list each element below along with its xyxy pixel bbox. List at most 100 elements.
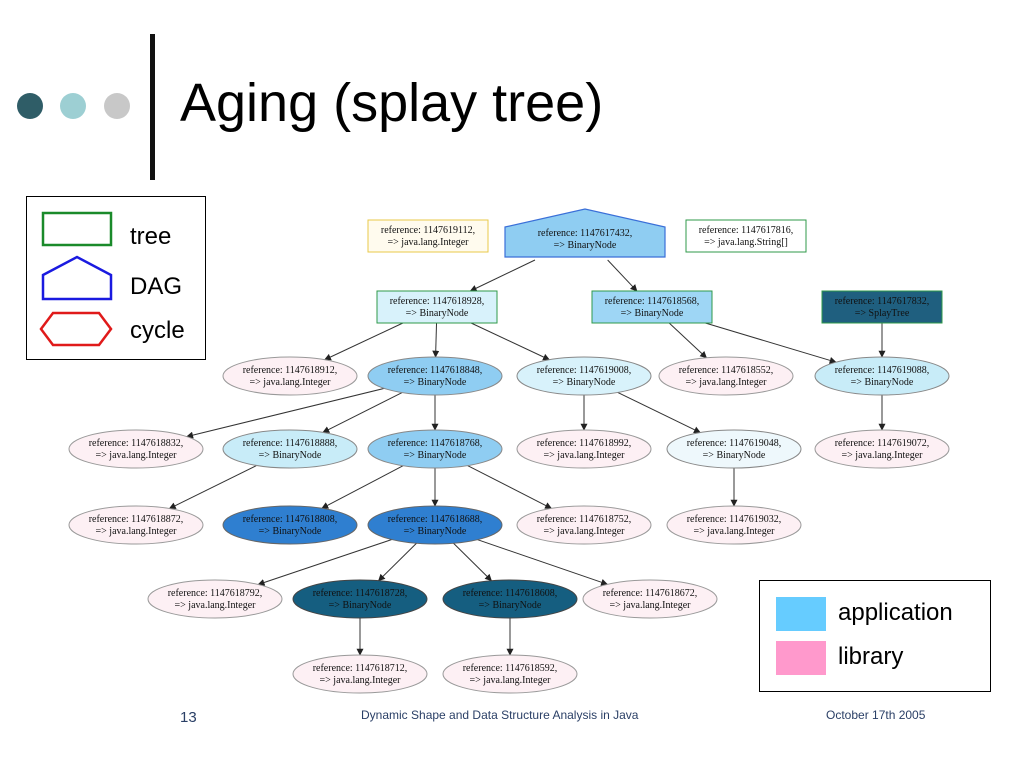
graph-node-type: => SplayTree	[855, 308, 910, 319]
graph-node-shape	[591, 290, 713, 324]
graph-node-type: => BinaryNode	[406, 308, 469, 319]
decorative-dot-1	[17, 93, 43, 119]
graph-node-type: => java.lang.Integer	[686, 377, 768, 388]
graph-node-shape	[222, 505, 358, 545]
graph-edge-arrow	[617, 391, 701, 434]
graph-node-reference: reference: 1147618728,	[313, 588, 408, 599]
graph-edge-arrow	[477, 539, 609, 586]
graph-node-reference: reference: 1147618552,	[679, 365, 774, 376]
graph-node-shape	[222, 429, 358, 469]
graph-node-1147618608: reference: 1147618608,=> BinaryNode	[442, 579, 578, 619]
graph-node-shape	[814, 429, 950, 469]
slide-title: Aging (splay tree)	[180, 73, 604, 133]
decorative-dot-3	[104, 93, 130, 119]
legend-label-cycle: cycle	[130, 317, 185, 344]
shape-legend: tree DAG cycle	[26, 196, 206, 360]
graph-node-1147618592: reference: 1147618592,=> java.lang.Integ…	[442, 654, 578, 694]
graph-node-1147618688: reference: 1147618688,=> BinaryNode	[367, 505, 503, 545]
graph-node-shape	[582, 579, 718, 619]
graph-node-shape	[367, 219, 489, 253]
graph-node-shape	[685, 219, 807, 253]
graph-node-reference: reference: 1147619032,	[687, 514, 782, 525]
graph-node-1147618792: reference: 1147618792,=> java.lang.Integ…	[147, 579, 283, 619]
graph-node-type: => java.lang.Integer	[610, 600, 692, 611]
graph-node-1147619072: reference: 1147619072,=> java.lang.Integ…	[814, 429, 950, 469]
graph-node-1147618712: reference: 1147618712,=> java.lang.Integ…	[292, 654, 428, 694]
graph-node-reference: reference: 1147618688,	[388, 514, 483, 525]
graph-node-type: => BinaryNode	[703, 450, 766, 461]
graph-node-type: => BinaryNode	[329, 600, 392, 611]
graph-node-type: => BinaryNode	[851, 377, 914, 388]
graph-node-type: => BinaryNode	[479, 600, 542, 611]
graph-node-type: => java.lang.Integer	[470, 675, 552, 686]
legend-label-application: application	[838, 599, 953, 626]
decorative-dot-2	[60, 93, 86, 119]
graph-node-type: => BinaryNode	[404, 526, 467, 537]
graph-node-reference: reference: 1147618568,	[605, 296, 700, 307]
footer-date: October 17th 2005	[826, 708, 926, 722]
graph-node-type: => java.lang.Integer	[320, 675, 402, 686]
shape-legend-icons	[39, 211, 113, 347]
graph-node-type: => BinaryNode	[554, 240, 617, 251]
graph-node-1147619088: reference: 1147619088,=> BinaryNode	[814, 356, 950, 396]
graph-edge-arrow	[467, 465, 553, 509]
graph-node-reference: reference: 1147618832,	[89, 438, 184, 449]
graph-node-type: => java.lang.Integer	[250, 377, 332, 388]
graph-node-type: => java.lang.Integer	[96, 450, 178, 461]
graph-node-reference: reference: 1147617432,	[538, 228, 633, 239]
graph-node-shape	[442, 579, 578, 619]
graph-edge-arrow	[705, 322, 837, 364]
footer-title: Dynamic Shape and Data Structure Analysi…	[361, 708, 639, 722]
graph-node-1147618768: reference: 1147618768,=> BinaryNode	[367, 429, 503, 469]
graph-node-1147619008: reference: 1147619008,=> BinaryNode	[516, 356, 652, 396]
cycle-shape-icon	[39, 311, 113, 347]
graph-node-shape	[68, 505, 204, 545]
graph-node-reference: reference: 1147618592,	[463, 663, 558, 674]
graph-node-type: => BinaryNode	[259, 526, 322, 537]
graph-node-reference: reference: 1147619112,	[381, 225, 475, 236]
graph-node-reference: reference: 1147619048,	[687, 438, 782, 449]
graph-node-reference: reference: 1147618992,	[537, 438, 632, 449]
graph-node-reference: reference: 1147618768,	[388, 438, 483, 449]
graph-edge-arrow	[607, 259, 638, 292]
graph-node-type: => java.lang.Integer	[544, 450, 626, 461]
graph-node-1147618872: reference: 1147618872,=> java.lang.Integ…	[68, 505, 204, 545]
graph-node-shape	[68, 429, 204, 469]
graph-node-shape	[292, 579, 428, 619]
graph-node-type: => java.lang.Integer	[544, 526, 626, 537]
graph-node-shape	[147, 579, 283, 619]
graph-edge-arrow	[257, 539, 392, 586]
graph-node-1147618848: reference: 1147618848,=> BinaryNode	[367, 356, 503, 396]
graph-node-shape	[516, 505, 652, 545]
graph-node-shape	[666, 429, 802, 469]
graph-node-type: => java.lang.Integer	[694, 526, 776, 537]
graph-node-1147618552: reference: 1147618552,=> java.lang.Integ…	[658, 356, 794, 396]
graph-edge-arrow	[186, 387, 385, 439]
graph-node-shape	[814, 356, 950, 396]
graph-edges	[168, 259, 886, 656]
graph-node-type: => java.lang.Integer	[388, 237, 470, 248]
graph-nodes: reference: 1147617432,=> BinaryNoderefer…	[68, 208, 950, 694]
graph-node-shape	[292, 654, 428, 694]
graph-node-reference: reference: 1147618608,	[463, 588, 558, 599]
graph-node-reference: reference: 1147618912,	[243, 365, 338, 376]
legend-label-dag: DAG	[130, 273, 183, 300]
graph-node-type: => BinaryNode	[404, 377, 467, 388]
graph-node-type: => BinaryNode	[259, 450, 322, 461]
graph-edge-arrow	[432, 322, 440, 358]
tree-shape-icon	[41, 211, 113, 247]
graph-node-shape	[442, 654, 578, 694]
graph-node-shape	[666, 505, 802, 545]
graph-node-reference: reference: 1147618712,	[313, 663, 408, 674]
graph-node-type: => BinaryNode	[404, 450, 467, 461]
graph-node-1147618808: reference: 1147618808,=> BinaryNode	[222, 505, 358, 545]
graph-node-type: => BinaryNode	[621, 308, 684, 319]
graph-node-1147619048: reference: 1147619048,=> BinaryNode	[666, 429, 802, 469]
graph-node-reference: reference: 1147618752,	[537, 514, 632, 525]
graph-node-1147618912: reference: 1147618912,=> java.lang.Integ…	[222, 356, 358, 396]
graph-edge-arrow	[470, 322, 550, 361]
graph-edge-arrow	[168, 465, 257, 509]
graph-node-1147619032: reference: 1147619032,=> java.lang.Integ…	[666, 505, 802, 545]
legend-label-library: library	[838, 643, 904, 670]
graph-node-type: => java.lang.String[]	[704, 237, 788, 248]
